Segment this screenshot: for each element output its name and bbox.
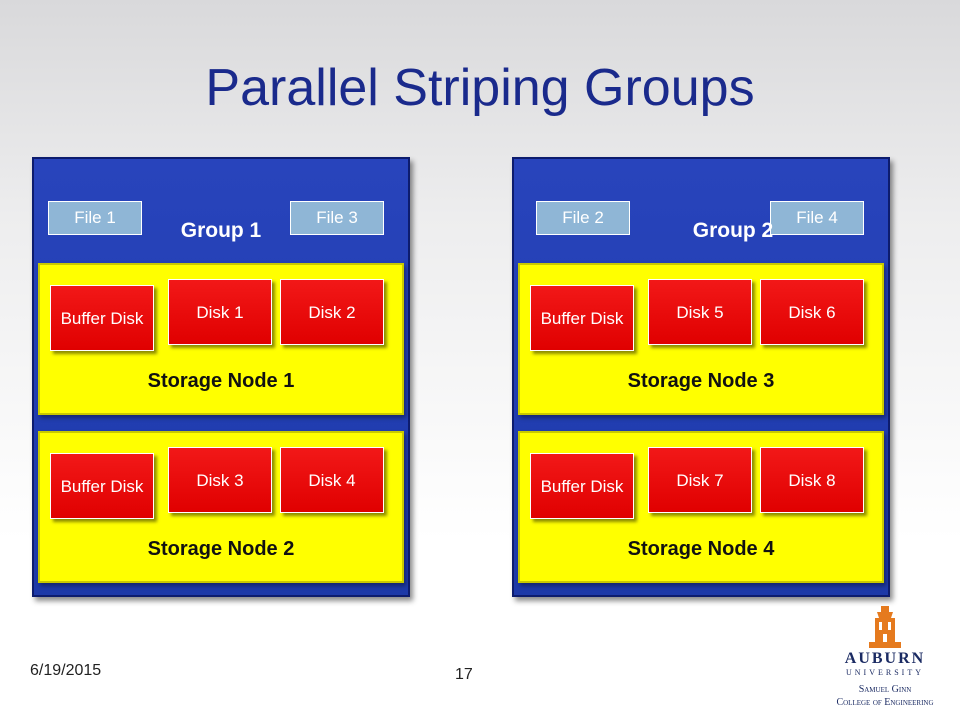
disk-4: Disk 4 (280, 447, 384, 513)
storage-node-1: Buffer Disk Disk 1 Disk 2 Storage Node 1 (38, 263, 404, 415)
auburn-logo: AUBURN UNIVERSITY Samuel Ginn College of… (825, 604, 945, 714)
storage-node-3-label: Storage Node 3 (627, 370, 775, 392)
buffer-disk: Buffer Disk (50, 453, 154, 519)
file-4-tag: File 4 (770, 201, 864, 235)
logo-university: AUBURN (844, 650, 926, 667)
tower-icon (869, 606, 901, 648)
disk-6: Disk 6 (760, 279, 864, 345)
disk-2: Disk 2 (280, 279, 384, 345)
group-2-panel: File 2 File 4 Group 2 Buffer Disk Disk 5… (512, 157, 890, 597)
storage-node-4-label: Storage Node 4 (627, 538, 775, 560)
storage-node-1-label: Storage Node 1 (147, 370, 295, 392)
group-1-panel: File 1 File 3 Group 1 Buffer Disk Disk 1… (32, 157, 410, 597)
storage-node-2: Buffer Disk Disk 3 Disk 4 Storage Node 2 (38, 431, 404, 583)
disk-3: Disk 3 (168, 447, 272, 513)
page-number: 17 (455, 666, 473, 683)
disk-7: Disk 7 (648, 447, 752, 513)
logo-university-sub: UNIVERSITY (846, 668, 924, 677)
file-2-tag: File 2 (536, 201, 630, 235)
storage-node-2-label: Storage Node 2 (147, 538, 295, 560)
disk-1: Disk 1 (168, 279, 272, 345)
footer-date: 6/19/2015 (30, 662, 102, 679)
logo-college-line1: Samuel Ginn (858, 684, 912, 695)
file-3-tag: File 3 (290, 201, 384, 235)
buffer-disk: Buffer Disk (530, 285, 634, 351)
storage-node-4: Buffer Disk Disk 7 Disk 8 Storage Node 4 (518, 431, 884, 583)
slide-title: Parallel Striping Groups (205, 59, 755, 117)
storage-node-3: Buffer Disk Disk 5 Disk 6 Storage Node 3 (518, 263, 884, 415)
buffer-disk: Buffer Disk (50, 285, 154, 351)
logo-college-line2: College of Engineering (836, 697, 934, 708)
group-1-title: Group 1 (180, 219, 262, 242)
buffer-disk: Buffer Disk (530, 453, 634, 519)
file-1-tag: File 1 (48, 201, 142, 235)
group-2-title: Group 2 (692, 219, 774, 242)
disk-8: Disk 8 (760, 447, 864, 513)
disk-5: Disk 5 (648, 279, 752, 345)
